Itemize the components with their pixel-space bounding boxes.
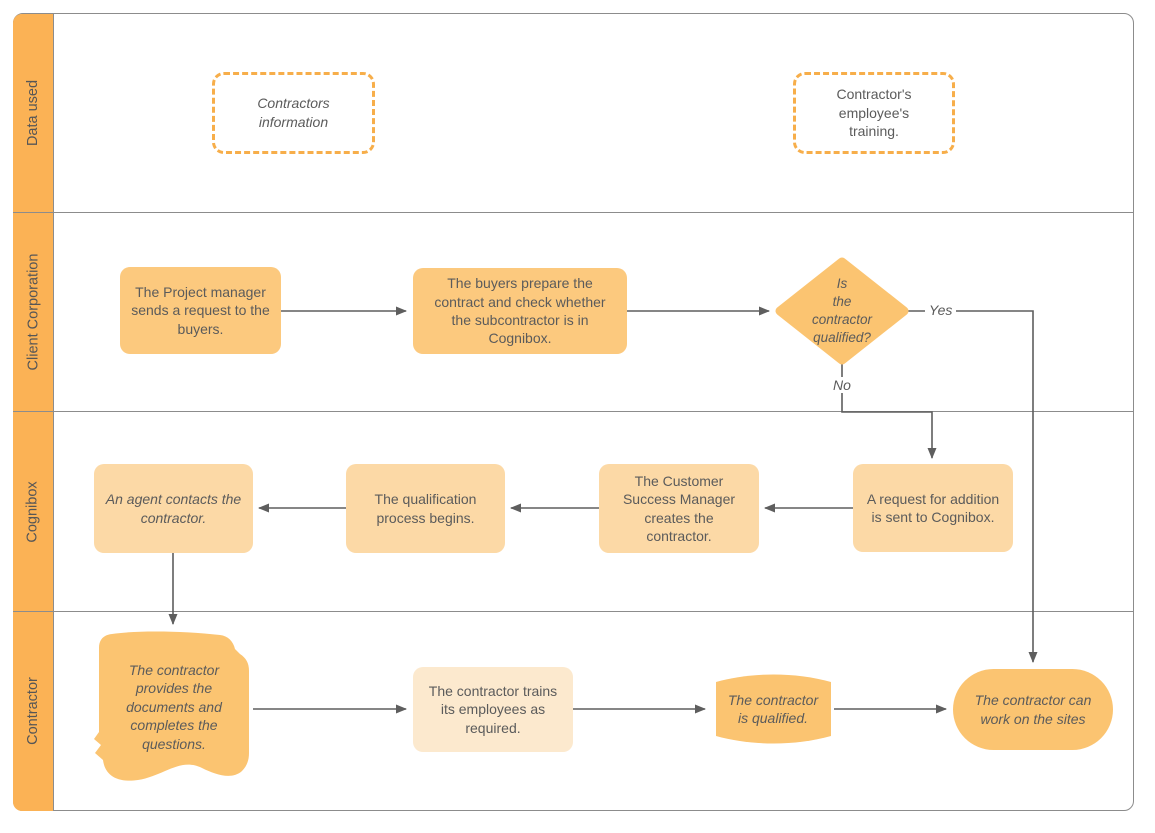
node-request-addition[interactable]: A request for addition is sent to Cognib… — [853, 464, 1013, 552]
node-text: Contractor's employee's training. — [836, 85, 912, 140]
node-contractors-information[interactable]: Contractors information — [212, 72, 375, 154]
edge-label-yes: Yes — [925, 302, 957, 318]
node-csm-creates[interactable]: The Customer Success Manager creates the… — [599, 464, 759, 553]
node-text: The Customer Success Manager creates the… — [622, 472, 736, 544]
node-qualification-begins[interactable]: The qualification process begins. — [346, 464, 505, 553]
node-text: The buyers prepare the contract and chec… — [434, 275, 606, 347]
lane-label: Cognibox — [25, 480, 42, 543]
node-text: The Project manager sends a request to t… — [131, 283, 270, 337]
node-employees-training[interactable]: Contractor's employee's training. — [793, 72, 955, 154]
lane-label: Contractor — [25, 677, 42, 746]
node-buyers-prepare[interactable]: The buyers prepare the contract and chec… — [413, 268, 627, 354]
edge-label-no: No — [829, 377, 855, 393]
lane-separator — [14, 212, 1133, 213]
lane-label: Data used — [25, 79, 42, 147]
node-text: The contractor can work on the sites — [974, 692, 1092, 727]
lane-label: Client Corporation — [25, 253, 41, 371]
node-text: A request for addition is sent to Cognib… — [866, 490, 1000, 525]
node-agent-contacts[interactable]: An agent contacts the contractor. — [94, 464, 253, 553]
lane-header-cognibox[interactable]: Cognibox — [13, 411, 54, 611]
node-trains-employees[interactable]: The contractor trains its employees as r… — [413, 667, 573, 752]
node-text: Contractors information — [257, 95, 330, 130]
lane-header-client-corporation[interactable]: Client Corporation — [13, 212, 54, 411]
lane-separator — [14, 611, 1133, 612]
lane-separator — [14, 411, 1133, 412]
node-text: The qualification process begins. — [374, 491, 477, 526]
node-text: An agent contacts the contractor. — [105, 491, 242, 526]
lane-header-contractor[interactable]: Contractor — [13, 611, 54, 811]
lane-header-data-used[interactable]: Data used — [13, 14, 54, 212]
node-work-on-sites[interactable]: The contractor can work on the sites — [953, 669, 1113, 750]
node-project-manager-request[interactable]: The Project manager sends a request to t… — [120, 267, 281, 354]
node-text: The contractor trains its employees as r… — [428, 682, 558, 736]
